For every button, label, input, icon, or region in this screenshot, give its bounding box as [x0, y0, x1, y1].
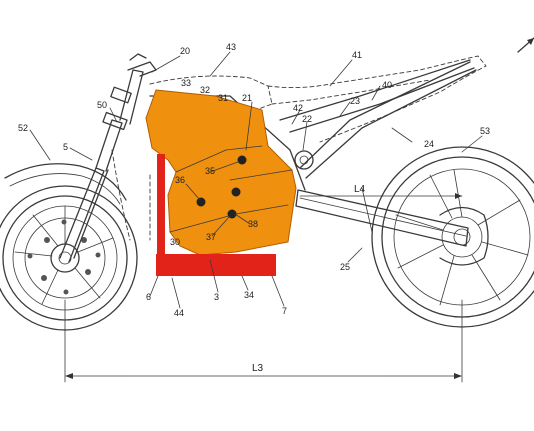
- ref-20: 20: [180, 46, 190, 56]
- ref-33: 33: [181, 78, 191, 88]
- ref-42: 42: [293, 103, 303, 113]
- engine-bolt: [196, 197, 206, 207]
- frame-outline: [111, 55, 487, 241]
- ref-7: 7: [282, 306, 287, 316]
- ref-L3: L3: [252, 363, 264, 374]
- ref-24: 24: [424, 139, 434, 149]
- ref-6: 6: [146, 292, 151, 302]
- reference-labels: 20 43 41 33 32 31 40 42 23 50 21 22 52 5…: [18, 42, 490, 374]
- frame-base: [156, 254, 276, 276]
- frame-post: [157, 154, 165, 258]
- ref-52: 52: [18, 123, 28, 133]
- front-wheel: [0, 163, 138, 331]
- engine-unit: [145, 89, 297, 256]
- ref-21: 21: [242, 93, 252, 103]
- engine-bolt: [237, 155, 247, 165]
- ref-35: 35: [205, 166, 215, 176]
- ref-22: 22: [302, 114, 312, 124]
- ref-L4: L4: [354, 184, 366, 195]
- ref-53: 53: [480, 126, 490, 136]
- ref-30: 30: [170, 237, 180, 247]
- engine-body: [145, 89, 297, 256]
- ref-23: 23: [350, 96, 360, 106]
- ref-34: 34: [244, 290, 254, 300]
- ref-32: 32: [200, 85, 210, 95]
- ref-40: 40: [382, 80, 392, 90]
- ref-25: 25: [340, 262, 350, 272]
- brake-disc: [27, 219, 101, 295]
- ref-50: 50: [97, 100, 107, 110]
- engine-bolt: [231, 187, 241, 197]
- ref-38: 38: [248, 219, 258, 229]
- ref-31: 31: [218, 93, 228, 103]
- rear-wheel: [371, 146, 534, 328]
- ref-43: 43: [226, 42, 236, 52]
- ref-44: 44: [174, 308, 184, 318]
- ref-41: 41: [352, 50, 362, 60]
- leader-lines: [29, 51, 483, 309]
- ref-3: 3: [214, 292, 219, 302]
- front-fork: [59, 53, 157, 263]
- ref-36: 36: [175, 175, 185, 185]
- ref-37: 37: [206, 232, 216, 242]
- red-frame-member: [156, 154, 276, 276]
- ref-5: 5: [63, 142, 68, 152]
- dimension-lines: [64, 37, 534, 383]
- swingarm: [295, 187, 469, 247]
